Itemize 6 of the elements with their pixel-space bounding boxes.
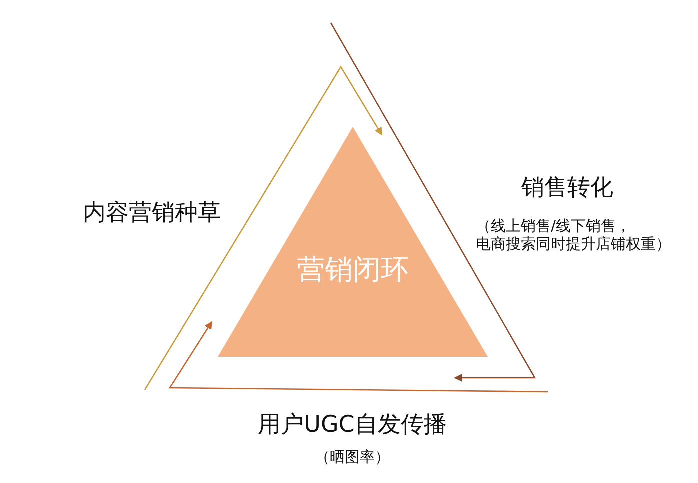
triangle-label: 营销闭环 [296, 253, 410, 287]
stage-title: 用户UGC自发传播 [257, 411, 448, 439]
stage-title: 内容营销种草 [83, 199, 222, 227]
stage-title: 销售转化 [520, 174, 614, 202]
stage-note: （线上销售/线下销售，电商搜索同时提升店铺权重） [476, 217, 672, 253]
stage-note: （晒图率） [314, 448, 391, 466]
